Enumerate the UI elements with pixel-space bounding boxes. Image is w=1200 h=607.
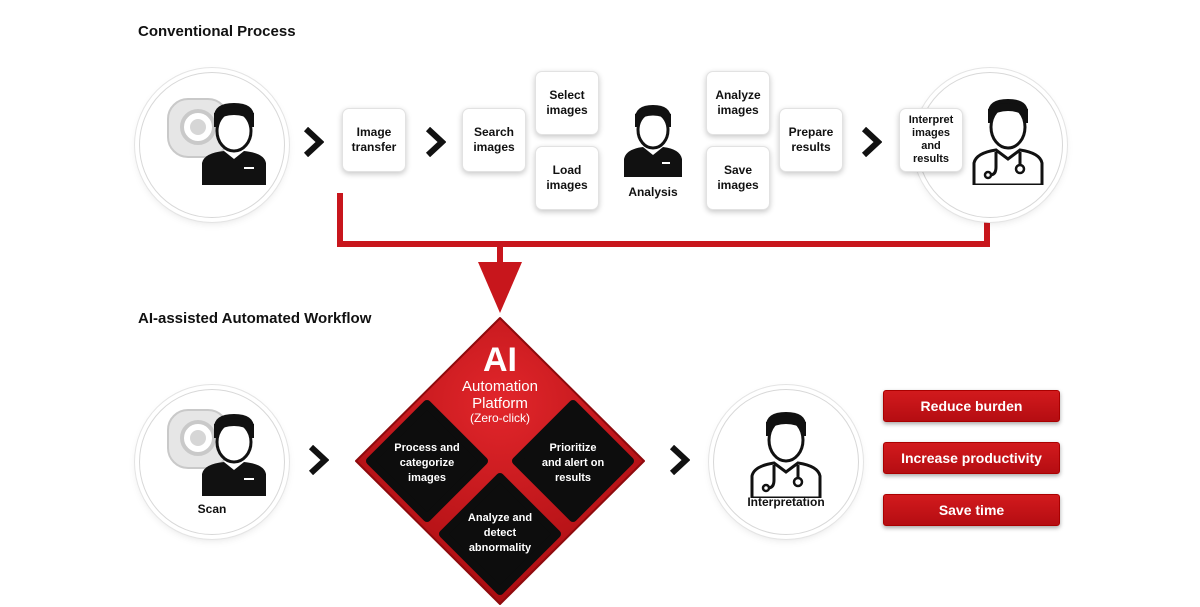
scan-circle: Scan bbox=[139, 389, 285, 535]
technician-icon bbox=[202, 103, 266, 185]
conventional-title: Conventional Process bbox=[138, 23, 296, 40]
benefit-increase-productivity: Increase productivity bbox=[883, 442, 1060, 474]
analyst-icon bbox=[624, 105, 682, 177]
ai-platform-diamond: AI Automation Platform (Zero-click) Proc… bbox=[355, 317, 645, 605]
platform-sub: (Zero-click) bbox=[470, 411, 530, 425]
scanner-technician-circle bbox=[139, 72, 285, 218]
tile-process-line: Process and bbox=[394, 442, 459, 454]
analysis-label: Analysis bbox=[628, 185, 678, 199]
tile-analyze bbox=[439, 473, 561, 595]
tile-prioritize-line: and alert on bbox=[542, 457, 605, 469]
tile-prioritize bbox=[512, 400, 634, 522]
step-interpret: Interpret images and results bbox=[899, 108, 963, 172]
diamond-shape bbox=[355, 317, 645, 605]
platform-line1: Automation bbox=[462, 378, 538, 395]
chevron-right-icon bbox=[302, 127, 324, 157]
ai-workflow-title: AI-assisted Automated Workflow bbox=[138, 310, 372, 327]
platform-line2: Platform bbox=[472, 395, 528, 412]
step-image-transfer: Image transfer bbox=[342, 108, 406, 172]
interpretation-circle: Interpretation bbox=[713, 389, 859, 535]
chevron-right-icon bbox=[668, 445, 690, 475]
benefit-reduce-burden: Reduce burden bbox=[883, 390, 1060, 422]
tile-analyze-line: detect bbox=[484, 527, 517, 539]
chevron-right-icon bbox=[307, 445, 329, 475]
tile-process bbox=[366, 400, 488, 522]
technician-icon bbox=[202, 414, 266, 496]
doctor-icon bbox=[750, 412, 822, 498]
doctor-icon bbox=[972, 99, 1044, 185]
tile-prioritize-line: Prioritize bbox=[549, 442, 596, 454]
chevron-right-icon bbox=[860, 127, 882, 157]
step-save-images: Save images bbox=[706, 146, 770, 210]
tile-process-line: images bbox=[408, 472, 446, 484]
benefit-save-time: Save time bbox=[883, 494, 1060, 526]
tile-analyze-line: abnormality bbox=[469, 542, 532, 554]
step-search-images: Search images bbox=[462, 108, 526, 172]
step-prepare-results: Prepare results bbox=[779, 108, 843, 172]
interpretation-label: Interpretation bbox=[747, 495, 825, 509]
doctor-circle bbox=[917, 72, 1063, 218]
tile-analyze-line: Analyze and bbox=[468, 512, 532, 524]
ai-big-label: AI bbox=[483, 341, 517, 379]
step-analyze-images: Analyze images bbox=[706, 71, 770, 135]
tile-process-line: categorize bbox=[400, 457, 454, 469]
ct-scanner-icon bbox=[167, 409, 229, 469]
scan-label: Scan bbox=[197, 502, 227, 516]
down-arrow-icon bbox=[478, 262, 522, 313]
step-load-images: Load images bbox=[535, 146, 599, 210]
tile-prioritize-line: results bbox=[555, 472, 591, 484]
step-select-images: Select images bbox=[535, 71, 599, 135]
chevron-right-icon bbox=[424, 127, 446, 157]
